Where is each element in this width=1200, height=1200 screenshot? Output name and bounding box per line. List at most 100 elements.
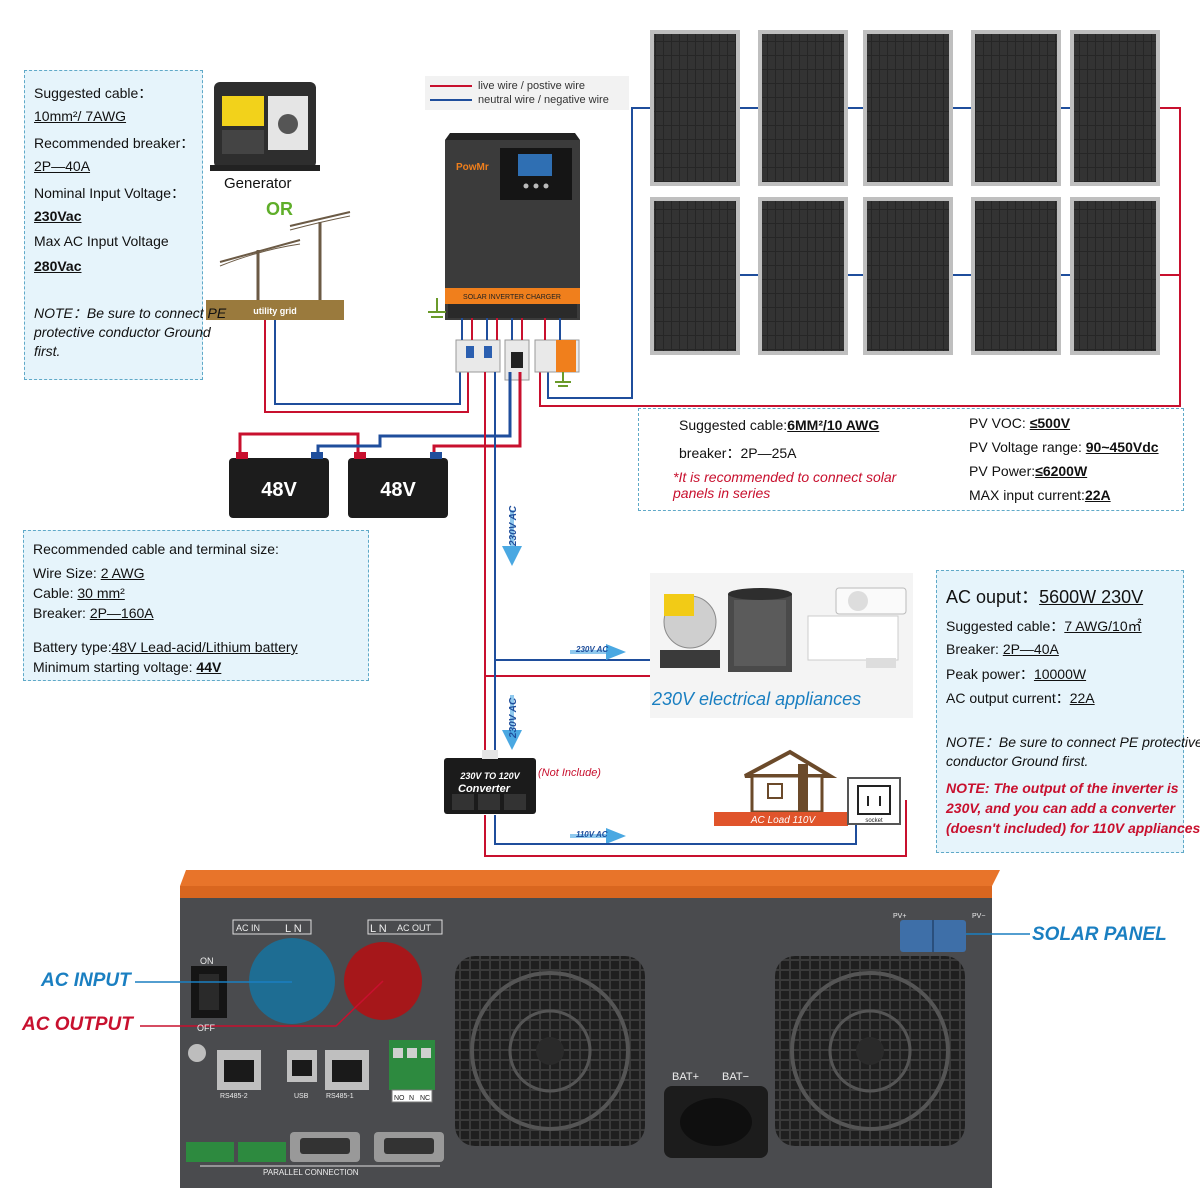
fan-right xyxy=(775,956,965,1146)
battery-type: Battery type:48V Lead-acid/Lithium batte… xyxy=(33,639,298,655)
ac-red-note-line2: 230V, and you can add a converter xyxy=(946,800,1176,816)
switch-on-label: ON xyxy=(200,956,214,966)
parallel-label: PARALLEL CONNECTION xyxy=(263,1168,359,1177)
parallel-terminal-2[interactable] xyxy=(238,1142,286,1162)
rear-top-orange xyxy=(180,870,1000,886)
appliances-image xyxy=(650,573,913,718)
pv-breaker: breaker：2P—25A xyxy=(679,445,797,461)
battery-wire-label: Wire Size: xyxy=(33,565,101,581)
utility-pole-image xyxy=(219,211,351,300)
pv-range-value: 90~450Vdc xyxy=(1085,439,1159,455)
grid-note-line1: NOTE：Be sure to connect PE xyxy=(34,305,227,321)
ac-peak-label: Peak power： xyxy=(946,666,1034,682)
pv-range: PV Voltage range: 90~450Vdc xyxy=(969,439,1159,455)
ground-symbol xyxy=(428,298,446,318)
battery-cable: Cable: 30 mm² xyxy=(33,585,125,601)
grid-nominal-value: 230Vac xyxy=(34,208,82,224)
arrow-230v-1 xyxy=(502,510,522,566)
arrow-230v-h xyxy=(570,644,626,660)
ac-note-line1: NOTE：Be sure to connect PE protective xyxy=(946,734,1200,750)
arrow-110v-h xyxy=(570,828,626,844)
solar-panel xyxy=(758,30,848,186)
ac-red-note-line1: NOTE: The output of the inverter is xyxy=(946,780,1179,796)
pv-cable: Suggested cable:6MM²/10 AWG xyxy=(679,417,879,433)
dry-n-label: N xyxy=(409,1095,414,1102)
solar-panel xyxy=(971,30,1061,186)
ac-current-value: 22A xyxy=(1069,690,1095,706)
ac-breaker-label: Breaker: xyxy=(946,641,1003,657)
solar-panel xyxy=(1070,30,1160,186)
inverter-brand: PowMr xyxy=(456,162,489,173)
wiring-diagram: live wire / postive wire neutral wire / … xyxy=(206,30,1181,857)
ac-red-note-line3: (doesn't included) for 110V appliances. xyxy=(946,820,1200,836)
pv-voc: PV VOC: ≤500V xyxy=(969,415,1070,431)
breaker-pv xyxy=(534,339,580,373)
ac-peak-value: 10000W xyxy=(1033,666,1087,682)
battery-wire: Wire Size: 2 AWG xyxy=(33,565,145,581)
pv-voc-value: ≤500V xyxy=(1029,415,1071,431)
battery-breaker: Breaker: 2P—160A xyxy=(33,605,154,621)
dry-contact-terminal[interactable] xyxy=(389,1040,435,1090)
battery-breaker-value: 2P—160A xyxy=(89,605,154,621)
or-label: OR xyxy=(266,199,293,219)
converter-line1: 230V TO 120V xyxy=(459,771,520,781)
battery-info-box: Recommended cable and terminal size: Wir… xyxy=(23,530,369,681)
inverter-unit xyxy=(445,133,580,320)
ac110-horizontal-label: 110V AC xyxy=(576,830,608,839)
ac-breaker: Breaker: 2P—40A xyxy=(946,641,1059,657)
rear-panel: AC IN L N L N AC OUT ON OFF RS485-2 USB … xyxy=(135,870,1030,1188)
solar-panel-callout: SOLAR PANEL xyxy=(1032,924,1167,945)
ac-current-label: AC output current： xyxy=(946,690,1070,706)
ac-output-callout: AC OUTPUT xyxy=(22,1014,133,1035)
pv-note-line2: panels in series xyxy=(673,485,771,501)
battery-cable-label: Cable: xyxy=(33,585,78,601)
usb-label: USB xyxy=(294,1093,309,1100)
grid-cable-value: 10mm²/ 7AWG xyxy=(34,108,127,124)
wire-legend xyxy=(425,76,629,110)
battery-breaker-label: Breaker: xyxy=(33,605,90,621)
pv-range-label: PV Voltage range: xyxy=(969,439,1086,455)
grid-breaker-value: 2P—40A xyxy=(34,158,91,174)
appliances-caption: 230V electrical appliances xyxy=(652,689,862,709)
ac-cable: Suggested cable：7 AWG/10㎡ xyxy=(946,616,1142,636)
utility-grid-label: utility grid xyxy=(253,306,297,316)
ac-in-label: AC IN xyxy=(236,923,260,933)
pv-power: PV Power:≤6200W xyxy=(969,463,1087,479)
grid-max-value: 280Vac xyxy=(34,258,82,274)
grid-breaker-label: Recommended breaker： xyxy=(34,135,195,151)
battery-2 xyxy=(348,452,448,518)
inverter-band-text: SOLAR INVERTER CHARGER xyxy=(463,294,561,301)
utility-grid-base xyxy=(206,300,344,320)
switch-off-label: OFF xyxy=(197,1023,215,1033)
grid-max-label: Max AC Input Voltage xyxy=(34,233,169,249)
battery-1-label: 48V xyxy=(261,479,297,501)
solar-panel xyxy=(863,30,953,186)
grid-note-line3: first. xyxy=(34,343,61,359)
battery-type-value: 48V Lead-acid/Lithium battery xyxy=(111,639,298,655)
ac-peak: Peak power：10000W xyxy=(946,664,1086,684)
battery-min-value: 44V xyxy=(196,659,222,675)
ac-title: AC ouput：5600W 230V xyxy=(946,583,1143,609)
solar-panel xyxy=(863,197,953,355)
solar-panel xyxy=(971,197,1061,355)
pv-cable-value: 6MM²/10 AWG xyxy=(787,417,880,433)
pv-voc-label: PV VOC: xyxy=(969,415,1030,431)
battery-type-label: Battery type: xyxy=(33,639,112,655)
battery-wire-value: 2 AWG xyxy=(100,565,145,581)
battery-min: Minimum starting voltage: 44V xyxy=(33,659,221,675)
arrow-230v-2 xyxy=(502,695,522,750)
bat-minus-label: BAT− xyxy=(722,1071,749,1083)
converter-box xyxy=(444,750,536,814)
parallel-terminal-1[interactable] xyxy=(186,1142,234,1162)
solar-panel xyxy=(1070,197,1160,355)
ac230-vertical-label-1: 230V AC xyxy=(508,505,519,547)
ac-current: AC output current：22A xyxy=(946,688,1095,708)
battery-box-title: Recommended cable and terminal size: xyxy=(33,541,279,557)
legend-live-text: live wire / postive wire xyxy=(478,80,585,92)
ac-note-line2: conductor Ground first. xyxy=(946,753,1089,769)
legend-neutral-text: neutral wire / negative wire xyxy=(478,94,609,106)
ac230-vertical-label-2: 230V AC xyxy=(508,697,519,739)
pv-current-label: MAX input current: xyxy=(969,487,1085,503)
ac230-horizontal-label: 230V AC xyxy=(575,645,608,654)
socket-icon xyxy=(847,777,901,825)
